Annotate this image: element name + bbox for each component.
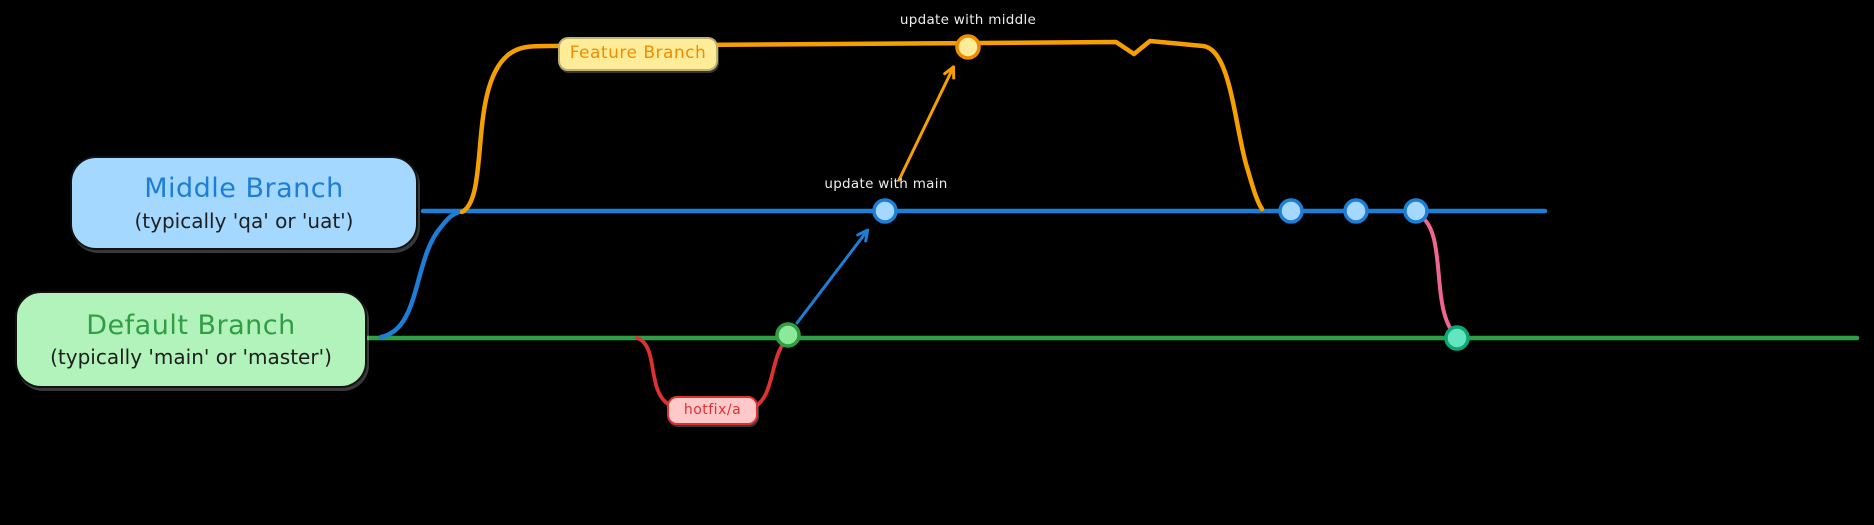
hotfix-title: hotfix/a	[683, 402, 742, 419]
feature-branch-label-box: Feature Branch	[558, 37, 718, 71]
commit-default-release	[1444, 325, 1470, 351]
commit-middle-3	[1403, 198, 1429, 224]
feature-branch-title: Feature Branch	[569, 43, 707, 64]
middle-to-default-merge-curve	[1417, 213, 1454, 333]
default-branch-title: Default Branch	[86, 309, 296, 341]
commit-update-with-middle	[955, 34, 981, 60]
merge-arrow-main-to-middle	[795, 228, 870, 325]
commit-update-with-main	[872, 198, 898, 224]
hotfix-label-box: hotfix/a	[667, 396, 758, 425]
middle-branch-label-box: Middle Branch (typically 'qa' or 'uat')	[70, 156, 418, 250]
commit-middle-1	[1278, 198, 1304, 224]
update-with-main-annotation: update with main	[824, 176, 948, 192]
middle-branch-title: Middle Branch	[144, 173, 344, 205]
default-branch-label-box: Default Branch (typically 'main' or 'mas…	[15, 291, 367, 388]
feature-branch-line	[459, 38, 1265, 215]
default-branch-subtitle: (typically 'main' or 'master')	[50, 345, 332, 370]
middle-branch-subtitle: (typically 'qa' or 'uat')	[134, 208, 354, 233]
middle-branch-fork-curve	[378, 208, 465, 340]
commit-middle-2	[1343, 198, 1369, 224]
commit-hotfix-merge	[775, 322, 801, 348]
merge-arrow-middle-to-feature	[897, 65, 956, 182]
update-with-middle-annotation: update with middle	[899, 12, 1037, 28]
